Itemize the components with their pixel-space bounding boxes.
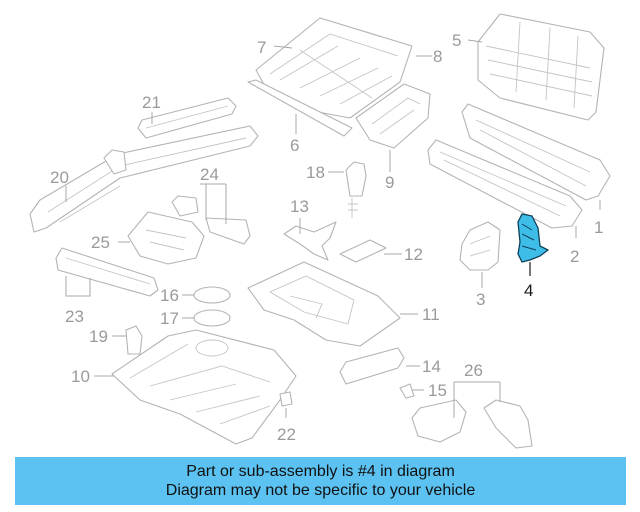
banner-line-1: Part or sub-assembly is #4 in diagram <box>186 463 455 480</box>
callout-22: 22 <box>277 425 296 444</box>
callout-23: 23 <box>65 307 84 326</box>
banner-line-2: Diagram may not be specific to your vehi… <box>165 482 476 499</box>
callout-13: 13 <box>290 197 309 216</box>
callout-labels: 5 7 8 6 9 21 20 18 24 13 1 25 12 2 4 3 1… <box>50 31 603 444</box>
callout-4: 4 <box>524 281 533 300</box>
part-16-ring <box>193 286 231 304</box>
part-9-bracket <box>355 83 431 149</box>
callout-1: 1 <box>594 218 603 237</box>
callout-18: 18 <box>306 163 325 182</box>
part-23-rail <box>55 247 159 297</box>
part-15-clip <box>399 383 415 399</box>
part-10-floor-pan <box>111 329 297 445</box>
callout-19: 19 <box>89 327 108 346</box>
part-25-bracket <box>127 211 205 265</box>
leader-lines <box>65 39 601 418</box>
part-14-bar <box>339 347 405 385</box>
part-20-side-rail <box>29 125 259 233</box>
callout-21: 21 <box>142 93 161 112</box>
part-7-8-shelf <box>247 17 413 137</box>
callout-5: 5 <box>452 31 461 50</box>
callout-8: 8 <box>433 47 442 66</box>
part-3-bracket <box>459 221 501 271</box>
callout-11: 11 <box>422 305 440 324</box>
part-1-crossmember <box>461 103 611 201</box>
info-banner: Part or sub-assembly is #4 in diagram Di… <box>15 457 626 505</box>
callout-6: 6 <box>290 136 299 155</box>
callout-20: 20 <box>50 168 69 187</box>
callout-16: 16 <box>160 286 179 305</box>
callout-25: 25 <box>91 233 110 252</box>
part-18-stud <box>345 161 367 218</box>
part-4-highlighted-bracket <box>517 213 549 263</box>
parts-diagram: 5 7 8 6 9 21 20 18 24 13 1 25 12 2 4 3 1… <box>29 13 611 449</box>
callout-15: 15 <box>428 381 447 400</box>
callout-10: 10 <box>71 367 90 386</box>
callout-24: 24 <box>200 165 219 184</box>
callout-17: 17 <box>160 309 179 328</box>
part-26-brackets <box>411 399 533 449</box>
part-12-plate <box>339 239 387 263</box>
callout-2: 2 <box>570 247 579 266</box>
callout-3: 3 <box>476 290 485 309</box>
part-19-clip <box>125 325 143 355</box>
callout-7: 7 <box>257 38 266 57</box>
callout-9: 9 <box>385 173 394 192</box>
part-24-brackets <box>171 195 251 245</box>
part-2-crossmember <box>427 139 583 229</box>
part-5-rear-panel <box>477 13 605 121</box>
part-21-sill <box>137 97 237 139</box>
callout-26: 26 <box>464 361 483 380</box>
part-11-trunk-floor <box>247 261 401 347</box>
callout-14: 14 <box>422 357 441 376</box>
callout-12: 12 <box>404 245 423 264</box>
part-22-tab <box>279 391 293 407</box>
part-17-ring <box>193 309 231 327</box>
part-13-bracket <box>283 221 337 261</box>
